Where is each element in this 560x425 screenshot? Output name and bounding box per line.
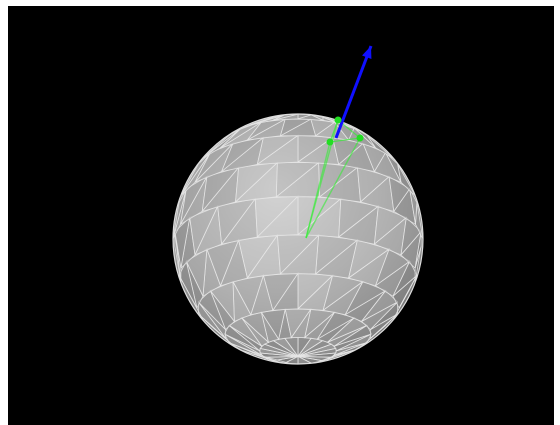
sphere-facet: [327, 317, 368, 343]
green-triangle-edge: [329, 118, 362, 143]
sphere-facet: [373, 205, 408, 246]
vertex-markers[interactable]: [326, 116, 364, 146]
sphere-facet: [180, 152, 211, 196]
sphere-facet: [223, 332, 262, 356]
sphere-facet: [385, 152, 402, 183]
sphere-facet: [409, 188, 418, 225]
sphere-facet: [235, 162, 279, 203]
sphere-facet: [338, 198, 380, 238]
sphere-facet: [370, 313, 398, 339]
sphere-facet: [356, 166, 390, 203]
blue-vector-arrow[interactable]: [334, 45, 373, 139]
sphere-facet: [400, 216, 422, 257]
sphere-facet: [217, 198, 257, 246]
sphere-facet: [322, 274, 364, 312]
sphere-facet: [223, 324, 260, 352]
sphere-facet: [185, 248, 208, 298]
sphere-facet: [172, 188, 187, 240]
3d-scene-canvas[interactable]: [8, 6, 554, 425]
sphere-facet: [311, 114, 324, 121]
sphere-facet: [240, 311, 270, 344]
sphere-facet: [189, 205, 219, 257]
sphere-facet: [392, 260, 418, 297]
sphere-facet: [174, 216, 191, 269]
sphere-facet: [354, 127, 376, 148]
green-ray: [305, 119, 339, 239]
sphere-facet: [344, 280, 387, 316]
sphere-facet: [275, 162, 320, 198]
vertex-marker[interactable]: [356, 134, 364, 142]
sphere-facets: [172, 113, 424, 365]
wireframe-sphere[interactable]: [172, 113, 424, 365]
sphere-facet: [347, 239, 391, 279]
green-ray: [305, 137, 361, 239]
sphere-facet: [194, 143, 234, 183]
sphere-facet: [197, 290, 226, 330]
sphere-facet: [414, 231, 422, 269]
vector-arrow-shaft: [334, 45, 373, 139]
sphere-facet: [327, 349, 355, 360]
sphere-facet: [206, 239, 240, 287]
sphere-facet: [250, 114, 285, 126]
sphere-facet: [232, 274, 264, 316]
sphere-facet: [260, 308, 286, 341]
sphere-facet: [221, 137, 264, 172]
sphere-facet: [334, 324, 373, 347]
sphere-facet: [228, 342, 269, 360]
sphere-facet: [174, 231, 182, 283]
sphere-facet: [316, 311, 356, 340]
sphere-outline: [172, 113, 424, 365]
sphere-facet: [201, 166, 240, 213]
sphere-facet: [361, 290, 399, 322]
sphere-facet: [370, 301, 399, 330]
sphere-facet: [336, 333, 373, 352]
sphere-facet: [276, 234, 320, 275]
sphere-facet: [228, 317, 263, 347]
sphere-facet: [202, 127, 242, 159]
sphere-facet: [197, 300, 226, 339]
sphere-facet: [398, 275, 418, 309]
vertex-marker[interactable]: [334, 116, 342, 124]
sphere-facet: [178, 260, 198, 309]
vector-arrow-head: [362, 46, 372, 59]
sphere-facet: [262, 272, 299, 312]
green-ray-lines: [305, 118, 362, 239]
sphere-facet: [388, 175, 411, 213]
3d-viewport[interactable]: [8, 6, 554, 425]
sphere-facet: [256, 134, 300, 166]
sphere-facet: [238, 234, 279, 279]
sphere-facet: [254, 195, 300, 238]
vertex-marker[interactable]: [326, 138, 334, 146]
sphere-facet: [209, 280, 235, 323]
sphere-facet: [374, 248, 411, 287]
sphere-facet: [247, 118, 286, 141]
